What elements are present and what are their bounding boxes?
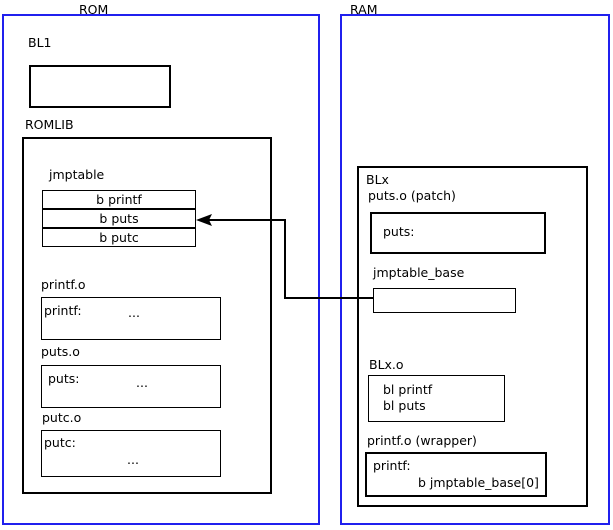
printf-wrapper-box: printf: b jmptable_base[0]: [365, 452, 547, 497]
jmptable-entry-2: b putc: [42, 228, 196, 247]
ram-region: [340, 14, 610, 525]
rom-region: [2, 14, 320, 525]
romlib-printf-symbol: printf:: [44, 303, 82, 318]
romlib-puts-o-box: puts: ...: [41, 365, 221, 408]
printf-wrapper-label: printf.o (wrapper): [367, 433, 477, 448]
romlib-label: ROMLIB: [25, 117, 74, 132]
bl1-label: BL1: [28, 35, 52, 50]
puts-patch-label: puts.o (patch): [368, 188, 456, 203]
romlib-printf-o-box: printf: ...: [41, 297, 221, 340]
puts-patch-symbol: puts:: [383, 224, 415, 239]
romlib-puts-body: ...: [136, 375, 148, 390]
jmptable-entry-0: b printf: [42, 190, 196, 209]
romlib-puts-symbol: puts:: [48, 371, 80, 386]
romlib-putc-o-label: putc.o: [42, 410, 82, 425]
jmptable-base-box: [373, 288, 516, 313]
rom-region-label: ROM: [79, 2, 109, 17]
romlib-printf-body: ...: [128, 305, 140, 320]
printf-wrapper-branch: b jmptable_base[0]: [418, 475, 539, 490]
jmptable-base-label: jmptable_base: [373, 265, 465, 280]
blx-o-box: bl printf bl puts: [368, 375, 505, 422]
bl1-box: [29, 65, 171, 108]
blx-label: BLx: [366, 172, 389, 187]
blx-o-line-0: bl printf: [383, 382, 433, 397]
connector-segment-vertical: [284, 219, 286, 299]
printf-wrapper-symbol: printf:: [373, 458, 411, 473]
puts-patch-box: puts:: [370, 212, 546, 254]
connector-segment-horizontal-upper: [206, 219, 286, 221]
romlib-putc-body: ...: [127, 452, 139, 467]
blx-o-line-1: bl puts: [383, 398, 426, 413]
jmptable-label: jmptable: [49, 167, 105, 182]
romlib-putc-symbol: putc:: [44, 435, 76, 450]
connector-arrowhead-icon: [196, 214, 212, 226]
jmptable-entry-1: b puts: [42, 209, 196, 228]
connector-segment-horizontal-lower: [285, 297, 374, 299]
blx-o-label: BLx.o: [369, 357, 404, 372]
romlib-puts-o-label: puts.o: [41, 344, 80, 359]
romlib-putc-o-box: putc: ...: [41, 430, 221, 477]
ram-region-label: RAM: [350, 2, 378, 17]
romlib-printf-o-label: printf.o: [41, 277, 86, 292]
